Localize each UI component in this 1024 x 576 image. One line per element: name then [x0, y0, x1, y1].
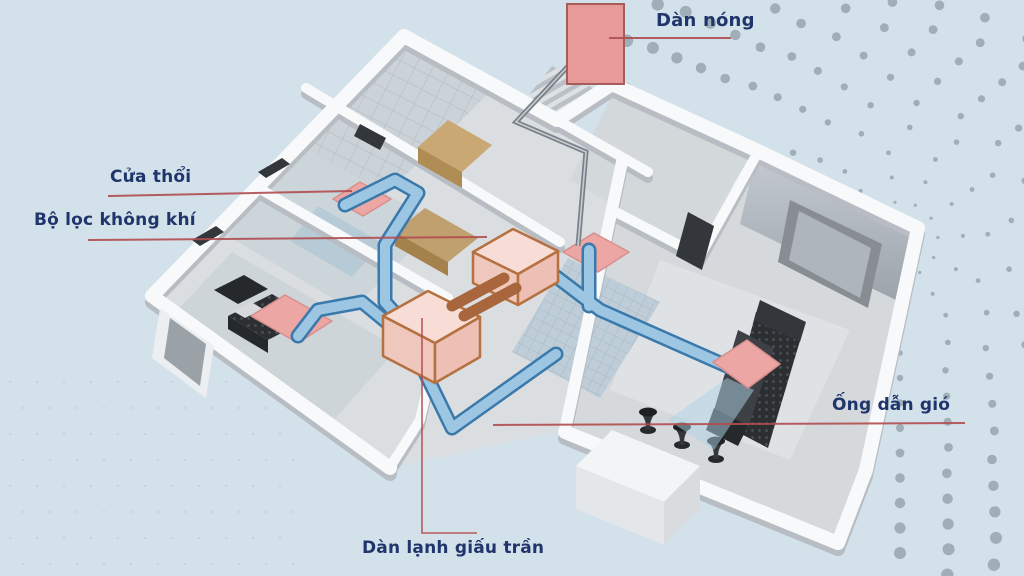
leader-dan-lanh-giau-tran — [421, 318, 477, 534]
entry-hall-floor — [570, 96, 748, 250]
window-frame-icon — [192, 226, 224, 246]
supply-vent-bedroom-2 — [250, 294, 333, 344]
window-frame-icon — [258, 158, 290, 178]
label-cua-thoi: Cửa thổi — [110, 167, 192, 187]
faint-dot-grid — [8, 380, 295, 566]
stool — [639, 407, 657, 434]
leader-bo-loc-khong-khi — [87, 236, 488, 241]
wooden-closet — [395, 120, 492, 276]
window-frame-icon — [354, 124, 386, 150]
label-dan-nong: Dàn nóng — [656, 10, 755, 31]
leader-ong-dan-gio — [492, 422, 966, 426]
house-cutaway — [145, 3, 925, 556]
outdoor-unit — [566, 3, 625, 85]
dark-doorway — [676, 212, 714, 270]
label-dan-lanh-giau-tran: Dàn lạnh giấu trần — [362, 538, 545, 558]
balcony-window-glass — [789, 211, 871, 298]
halftone-swirl-pattern — [595, 0, 1024, 576]
leader-cua-thoi — [107, 190, 353, 197]
leader-lines — [87, 37, 966, 534]
air-flow-cone — [668, 378, 754, 450]
refrigerant-pipes-brown — [446, 272, 522, 322]
facade-window-glass — [164, 318, 206, 386]
dining-table — [576, 430, 700, 545]
supply-vent-living-room — [712, 339, 781, 389]
label-bo-loc-khong-khi: Bộ lọc không khí — [34, 210, 196, 230]
label-ong-dan-gio: Ống dẫn gió — [832, 395, 951, 415]
refrigerant-pipe — [511, 60, 589, 247]
